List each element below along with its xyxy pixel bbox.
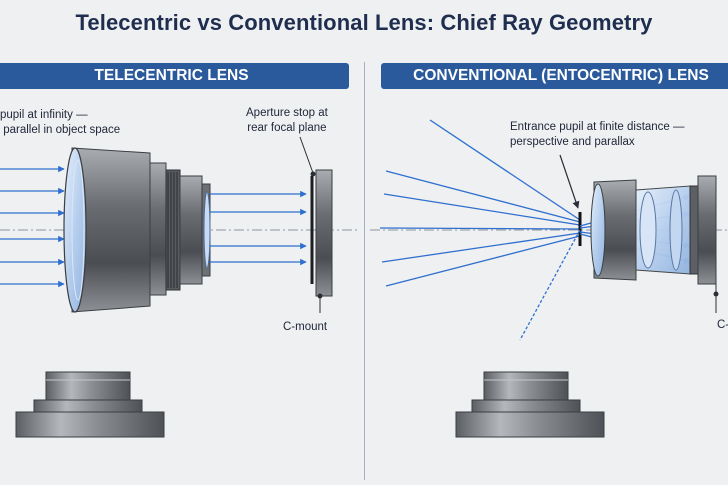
page-title: Telecentric vs Conventional Lens: Chief … [75, 10, 653, 35]
telecentric-banner: TELECENTRIC LENS [0, 63, 349, 89]
stop-pointer [299, 136, 316, 177]
right-mount-label: C-mount [717, 319, 728, 331]
conventional-converging-rays [379, 119, 581, 287]
telecentric-incoming-rays [0, 165, 65, 288]
conventional-mount-base [455, 371, 605, 438]
telecentric-exit-rays [210, 190, 307, 266]
telecentric-pupil-note: pupil at infinity — parallel in object s… [0, 109, 121, 136]
right-mount-pointer [713, 284, 719, 313]
conventional-banner-label: CONVENTIONAL (ENTOCENTRIC) LENS [413, 67, 709, 84]
left-mount-label: C-mount [283, 321, 328, 333]
left-mount-pointer [317, 293, 323, 313]
panel-divider [364, 62, 365, 480]
telecentric-banner-label: TELECENTRIC LENS [94, 67, 249, 84]
telecentric-lens [63, 147, 211, 313]
conventional-lens [590, 175, 717, 285]
pupil-pointer [559, 154, 580, 209]
telecentric-mount-base [15, 371, 165, 438]
aperture-stop [310, 169, 333, 297]
conventional-pupil-note: Entrance pupil at finite distance — pers… [510, 121, 685, 148]
aperture-stop-note: Aperture stop at rear focal plane [246, 107, 328, 134]
conventional-banner: CONVENTIONAL (ENTOCENTRIC) LENS [381, 63, 728, 89]
